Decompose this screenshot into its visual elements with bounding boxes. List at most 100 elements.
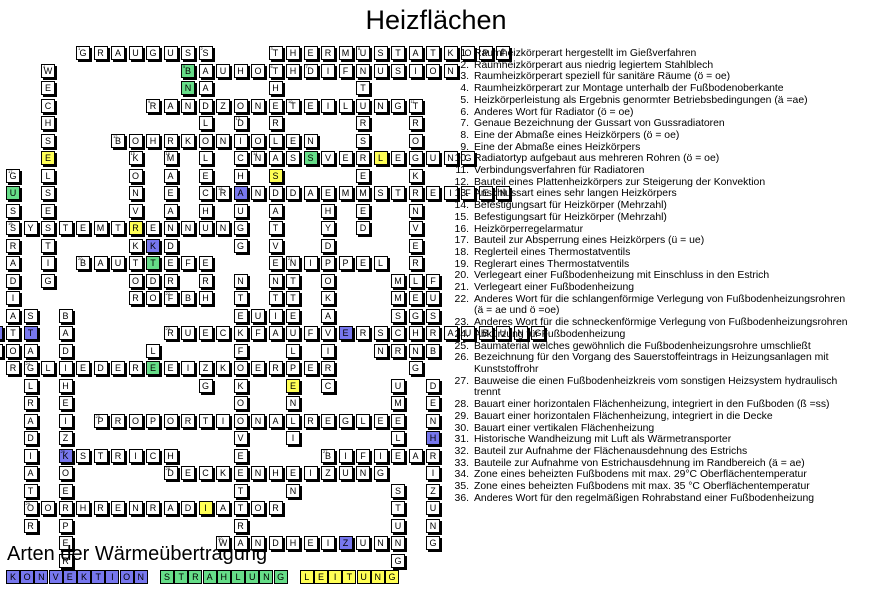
legend-cell: E: [314, 570, 328, 584]
grid-cell: G: [426, 536, 440, 550]
grid-cell: V: [233, 431, 248, 445]
legend-cell: T: [342, 570, 357, 584]
grid-cell: E: [58, 396, 73, 410]
grid-cell: A: [408, 46, 423, 60]
grid-cell: A: [233, 536, 248, 550]
grid-cell: S: [426, 308, 440, 323]
legend-cell: R: [188, 570, 203, 584]
grid-cell: A: [6, 256, 20, 270]
clue-item: 9.Eine der Abmaße eines Heizkörpers: [449, 142, 859, 154]
grid-cell: E: [286, 378, 300, 393]
grid-cell: O: [0, 326, 3, 340]
grid-cell: O: [251, 501, 265, 515]
grid-cell: H: [268, 81, 283, 95]
grid-cell: E: [146, 221, 160, 235]
clue-number: 15: [130, 151, 135, 156]
grid-cell: M: [391, 291, 405, 305]
grid-cell: T: [128, 256, 143, 270]
grid-cell: G: [408, 361, 423, 375]
clue-text: Baumaterial welches gewöhnlich die Fußbo…: [474, 340, 811, 352]
grid-cell: B: [181, 291, 195, 305]
clue-number: 2: [200, 46, 203, 51]
grid-cell: C: [41, 98, 55, 113]
grid-cell: I: [233, 133, 248, 148]
legend-cell: A: [202, 570, 217, 584]
grid-cell: E: [356, 203, 370, 218]
grid-cell: H: [198, 291, 213, 305]
clue-text: Kunststoffrohr: [474, 363, 539, 375]
clue-number: 29: [25, 501, 30, 506]
grid-cell: I: [321, 536, 335, 550]
clue-number: 12: [113, 133, 118, 139]
clue-number-label: 34.: [454, 469, 469, 481]
clue-text: Bauteil eines Plattenheizkörpers zur Ste…: [474, 176, 766, 188]
grid-cell: T: [426, 46, 440, 60]
grid-cell: A: [163, 98, 178, 113]
grid-cell: E: [251, 361, 265, 375]
grid-cell: R: [6, 238, 20, 253]
grid-cell: I: [58, 361, 73, 375]
clue-text: Bauart einer vertikalen Flächenheizung: [474, 422, 655, 434]
grid-cell: T: [233, 483, 248, 498]
legend-cell: I: [328, 570, 343, 584]
grid-cell: E: [58, 483, 73, 498]
clue-number-label: 26.: [454, 352, 469, 364]
grid-cell: T: [268, 221, 283, 235]
clue-number: 5: [183, 63, 186, 69]
grid-cell: T: [391, 186, 405, 200]
clue-text: Verlegeart einer Fußbodenheizung mit Ein…: [474, 270, 770, 282]
clue-number-label: 5.: [460, 94, 469, 106]
grid-cell: H: [321, 203, 335, 218]
legend-cell: G: [273, 570, 288, 584]
grid-cell: I: [321, 343, 335, 358]
grid-cell: G: [531, 326, 545, 340]
clue-number: 19: [8, 221, 13, 226]
grid-cell: L: [198, 116, 213, 130]
grid-cell: F: [181, 256, 195, 270]
clue-text: Abkürzung für Fußbodenheizung: [474, 328, 626, 340]
clue-number: 10: [288, 98, 293, 104]
clue-item: 36.Anderes Wort für den regelmäßigen Roh…: [449, 493, 859, 505]
grid-cell: U: [181, 326, 195, 340]
grid-cell: L: [408, 273, 423, 288]
grid-cell: A: [23, 343, 38, 358]
grid-cell: A: [198, 81, 213, 95]
grid-cell: Z: [338, 536, 353, 550]
grid-cell: O: [233, 361, 248, 375]
clue-number-label: 14.: [454, 200, 469, 212]
grid-cell: E: [76, 221, 90, 235]
grid-cell: U: [233, 203, 248, 218]
grid-cell: E: [233, 308, 248, 323]
grid-cell: T: [23, 483, 38, 498]
grid-cell: N: [426, 413, 440, 428]
clue-text: Bauart einer horizontalen Flächenheizung…: [474, 399, 830, 411]
grid-cell: C: [216, 326, 230, 340]
grid-cell: P: [58, 518, 73, 533]
grid-cell: M: [93, 221, 108, 235]
grid-cell: N: [496, 186, 510, 200]
grid-cell: U: [391, 518, 405, 533]
grid-cell: I: [181, 361, 195, 375]
grid-cell: S: [373, 326, 388, 340]
clue-item: 30.Bauart einer vertikalen Flächenheizun…: [449, 423, 859, 435]
grid-cell: G: [41, 273, 55, 288]
grid-cell: G: [146, 46, 160, 60]
grid-cell: N: [181, 98, 195, 113]
grid-cell: E: [338, 151, 353, 165]
grid-cell: N: [356, 63, 370, 78]
clue-item: 20.Verlegeart einer Fußbodenheizung mit …: [449, 270, 859, 282]
clue-text: Zone eines beheizten Fußbodens mit max. …: [474, 469, 807, 481]
clue-item: 22.Anderes Wort für die schlangenförmige…: [449, 294, 859, 306]
grid-cell: U: [426, 151, 440, 165]
clue-number-label: 8.: [460, 129, 469, 141]
clue-number: 14: [253, 151, 258, 156]
legend-cell: T: [91, 570, 106, 584]
grid-cell: S: [391, 308, 405, 323]
grid-cell: M: [391, 396, 405, 410]
grid-cell: S: [286, 151, 300, 165]
grid-cell: R: [356, 151, 370, 165]
